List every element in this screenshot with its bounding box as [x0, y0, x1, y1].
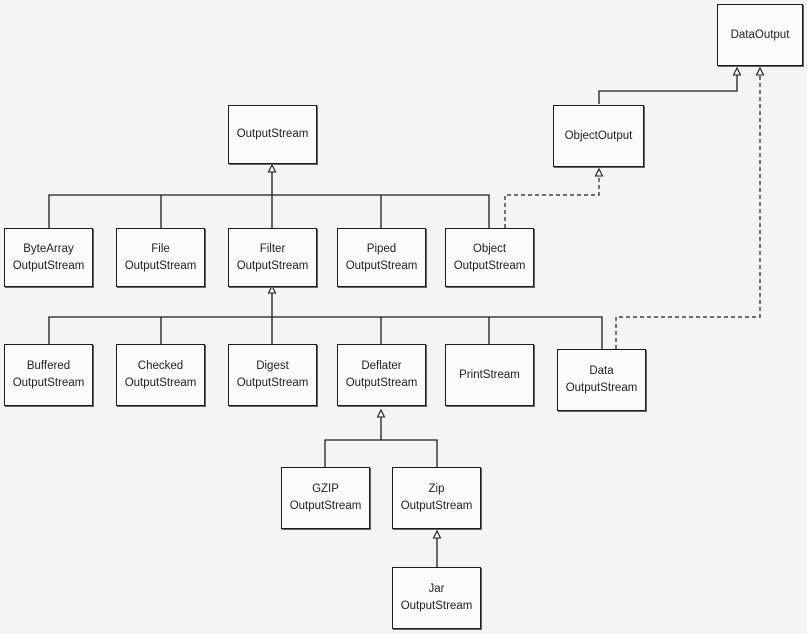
- arrowhead-zipoutputstream: [432, 529, 442, 539]
- node-label-line1: GZIP: [312, 483, 339, 495]
- node-gzipoutputstream: GZIP OutputStream: [281, 467, 370, 529]
- node-checkedoutputstream: Checked OutputStream: [116, 344, 205, 406]
- node-dataoutputstream: Data OutputStream: [557, 349, 646, 411]
- arrowhead-filteroutputstream: [267, 284, 277, 294]
- node-label-line2: OutputStream: [124, 259, 197, 272]
- node-label-line2: OutputStream: [400, 500, 473, 512]
- node-label: ObjectOutput: [564, 129, 633, 142]
- node-bytearrayoutputstream: ByteArray OutputStream: [4, 228, 93, 287]
- node-label-line2: OutputStream: [289, 500, 362, 512]
- node-label-line2: OutputStream: [345, 377, 418, 389]
- node-printstream: PrintStream: [445, 344, 534, 406]
- node-digestoutputstream: Digest OutputStream: [228, 344, 317, 406]
- arrowhead-dataoutput-right: [755, 66, 765, 76]
- node-label-line2: OutputStream: [345, 259, 418, 272]
- node-label-line2: OutputStream: [400, 600, 473, 612]
- node-jaroutputstream: Jar OutputStream: [392, 567, 481, 629]
- arrowhead-outputstream: [267, 163, 277, 173]
- connector-deflateroutputstream: [324, 417, 438, 467]
- node-objectoutput: ObjectOutput: [553, 105, 644, 167]
- arrowhead-objectoutput: [594, 167, 604, 177]
- node-label-line1: ByteArray: [23, 242, 74, 255]
- node-label-line1: Piped: [366, 242, 397, 255]
- connector-objectoutput: [598, 75, 738, 104]
- node-label-line1: Filter: [259, 242, 286, 255]
- node-deflateroutputstream: Deflater OutputStream: [337, 344, 426, 406]
- node-label-line2: OutputStream: [236, 377, 309, 389]
- node-dataoutput: DataOutput: [717, 4, 803, 66]
- node-label-line1: Deflater: [361, 360, 402, 372]
- node-bufferedoutputstream: Buffered OutputStream: [4, 344, 93, 406]
- node-label-line1: Buffered: [26, 360, 71, 372]
- dashed-dataoutputstream-to-dataoutput: [615, 75, 761, 349]
- dashed-objectoutputstream-to-objectoutput: [504, 176, 600, 228]
- node-label-line1: Data: [589, 365, 614, 377]
- node-label-line1: Checked: [137, 360, 184, 372]
- node-label-line1: File: [151, 242, 170, 255]
- arrowhead-deflateroutputstream: [376, 408, 386, 418]
- node-label-line2: OutputStream: [236, 259, 309, 272]
- node-label-line2: OutputStream: [453, 259, 526, 272]
- node-label-line1: Zip: [428, 483, 445, 495]
- node-outputstream: OutputStream: [228, 105, 317, 164]
- node-zipoutputstream: Zip OutputStream: [392, 467, 481, 529]
- node-label-line1: Digest: [256, 360, 289, 372]
- node-label: OutputStream: [236, 128, 309, 140]
- node-label-line1: Jar: [428, 583, 445, 595]
- node-fileoutputstream: File OutputStream: [116, 228, 205, 287]
- node-label-line2: OutputStream: [12, 259, 85, 272]
- connector-filteroutputstream: [48, 293, 603, 349]
- connector-outputstream: [48, 172, 490, 228]
- arrowhead-dataoutput-left: [732, 66, 742, 76]
- node-label: DataOutput: [730, 28, 790, 41]
- node-pipedoutputstream: Piped OutputStream: [337, 228, 426, 287]
- node-label-line2: OutputStream: [124, 377, 197, 389]
- node-label-line2: OutputStream: [565, 382, 638, 394]
- node-label-line2: OutputStream: [12, 377, 85, 389]
- node-label: PrintStream: [459, 368, 520, 381]
- node-label-line1: Object: [472, 242, 507, 255]
- node-objectoutputstream: Object OutputStream: [445, 228, 534, 287]
- node-filteroutputstream: Filter OutputStream: [228, 228, 317, 287]
